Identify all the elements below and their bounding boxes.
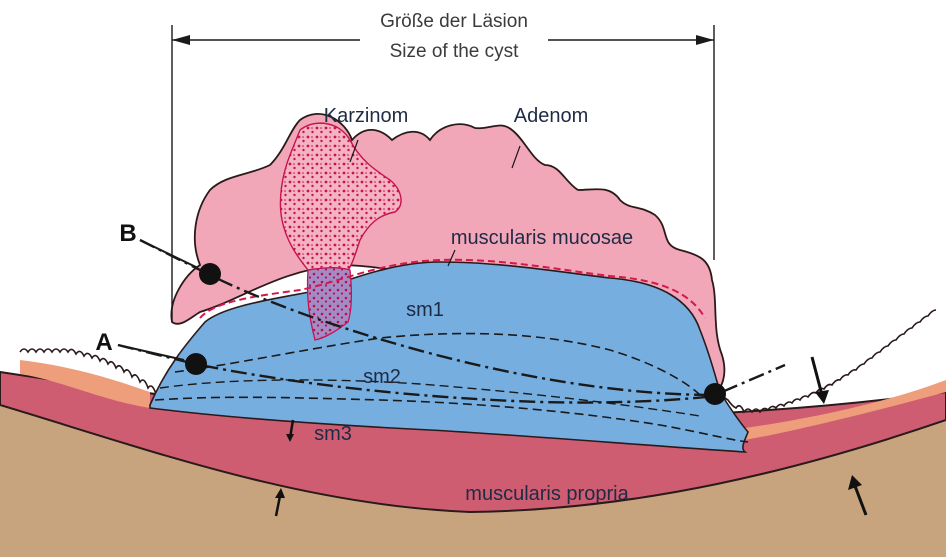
size-bracket-arrow-left: [172, 35, 190, 45]
point-a-label: A: [95, 329, 112, 356]
point-b-label: B: [119, 220, 136, 247]
point-b-leader: [140, 240, 198, 268]
point-b-marker: [199, 263, 221, 285]
adenom-label: Adenom: [514, 105, 589, 127]
muscularis-mucosae-label: muscularis mucosae: [451, 227, 633, 249]
sm2-label: sm2: [363, 366, 401, 388]
point-right-marker: [704, 383, 726, 405]
muscularis-propria-label: muscularis propria: [465, 483, 629, 505]
karzinom-label: Karzinom: [324, 105, 408, 127]
sm3-label: sm3: [314, 423, 352, 445]
point-a-leader: [118, 345, 184, 360]
mucosa-arrowhead-right: [815, 390, 829, 404]
title-english: Size of the cyst: [390, 41, 520, 62]
mucosa-arrow-right: [812, 357, 822, 395]
sm1-label: sm1: [406, 299, 444, 321]
size-bracket-arrow-right: [696, 35, 714, 45]
point-a-marker: [185, 353, 207, 375]
title-german: Größe der Läsion: [380, 11, 528, 32]
